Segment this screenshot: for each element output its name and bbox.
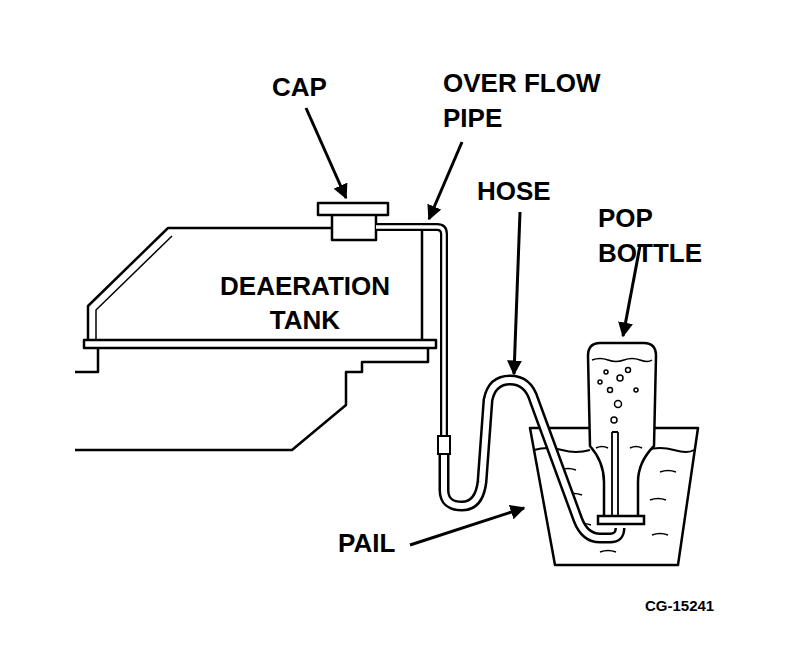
bottle-tube (612, 432, 618, 516)
cap-symbol (318, 203, 388, 215)
overflow-pipe (376, 227, 444, 440)
bottle-water-level (596, 447, 642, 449)
part-name: PAIL (338, 526, 438, 561)
figure-number: CG-15241 (645, 596, 785, 616)
part-name: OVER FLOW PIPE (443, 66, 628, 137)
part-name: CAP (272, 70, 412, 105)
overflow-pipe-bore (376, 227, 444, 440)
part-name: HOSE (477, 174, 617, 209)
bottle-water (592, 359, 652, 362)
leader-arrows (306, 108, 640, 545)
air-bubbles (598, 368, 638, 424)
tank-flange (84, 340, 436, 348)
tank-body (88, 228, 422, 340)
tank-lower-left (75, 348, 98, 372)
tank-lower-body (75, 348, 428, 450)
tank-label-area: DEAERATION TANK (190, 270, 420, 338)
bottle-outline (588, 343, 656, 518)
hose-coupling (438, 436, 450, 454)
tank-name: DEAERATION TANK (190, 270, 420, 338)
bottle-stopper (598, 516, 644, 524)
part-name: POP BOTTLE (598, 201, 733, 272)
tank-edge (96, 236, 172, 340)
